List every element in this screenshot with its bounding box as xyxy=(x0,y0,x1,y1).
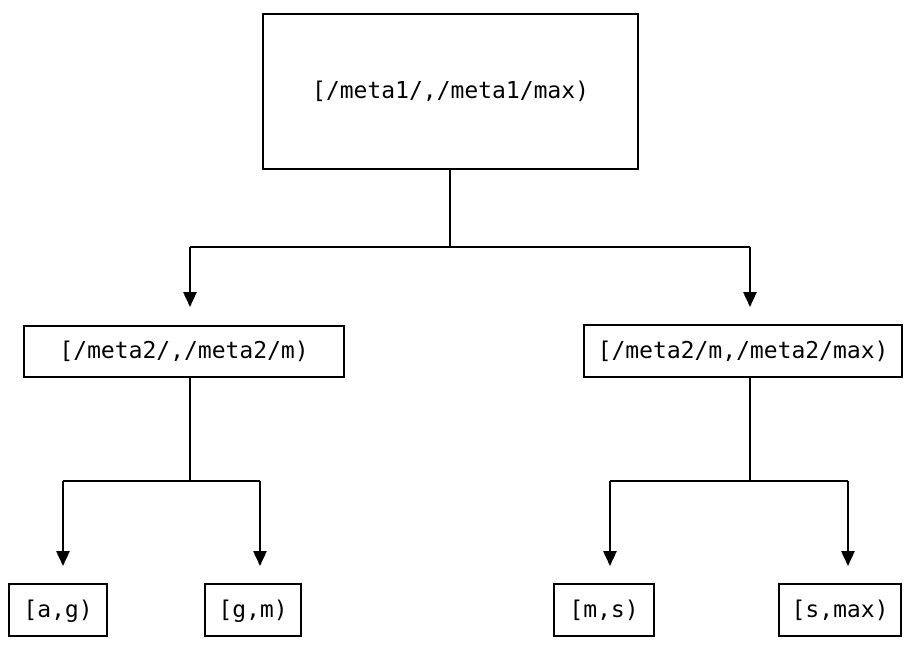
arrowhead-leaf-g-m xyxy=(253,551,267,566)
node-label-leaf-s-max: [s,max) xyxy=(791,596,889,623)
edge-meta2-left-to-leaves xyxy=(56,378,267,566)
node-label-meta2-left: [/meta2/,/meta2/m) xyxy=(59,338,309,364)
node-label-leaf-m-s: [m,s) xyxy=(569,596,639,623)
node-label-meta2-right: [/meta2/m,/meta2/max) xyxy=(597,337,889,364)
arrowhead-meta2-right xyxy=(743,292,757,307)
tree-node-leaf-a-g: [a,g) xyxy=(8,583,108,637)
arrowhead-leaf-s-max xyxy=(841,551,855,566)
node-label-root: [/meta1/,/meta1/max) xyxy=(312,78,589,104)
tree-node-root: [/meta1/,/meta1/max) xyxy=(262,13,639,170)
tree-node-leaf-g-m: [g,m) xyxy=(204,583,302,637)
arrowhead-leaf-a-g xyxy=(56,551,70,566)
arrowhead-meta2-left xyxy=(183,292,197,307)
edge-root-to-level2 xyxy=(183,170,757,307)
tree-node-leaf-s-max: [s,max) xyxy=(778,583,902,637)
arrowhead-leaf-m-s xyxy=(603,551,617,566)
tree-node-meta2-left: [/meta2/,/meta2/m) xyxy=(23,325,345,378)
node-label-leaf-a-g: [a,g) xyxy=(23,596,93,623)
edge-meta2-right-to-leaves xyxy=(603,378,855,566)
node-label-leaf-g-m: [g,m) xyxy=(218,596,288,623)
tree-node-leaf-m-s: [m,s) xyxy=(553,583,655,637)
tree-node-meta2-right: [/meta2/m,/meta2/max) xyxy=(583,324,903,378)
